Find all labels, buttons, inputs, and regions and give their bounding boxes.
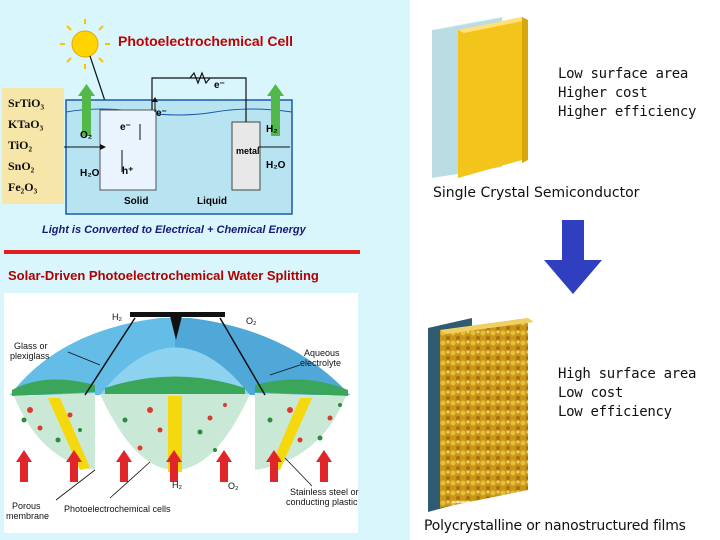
water-splitting-title: Solar-Driven Photoelectrochemical Water … (8, 268, 319, 283)
section-divider (4, 250, 360, 254)
label-pec-cells: Photoelectrochemical cells (64, 504, 171, 514)
label-h2-top: H₂ (112, 312, 122, 322)
single-crystal-slab (432, 17, 528, 178)
poly-caption: Polycrystalline or nanostructured films (424, 518, 686, 534)
poly-property: Low efficiency (558, 404, 672, 420)
label-o2-bottom: O₂ (228, 481, 239, 491)
poly-property: High surface area (558, 366, 697, 382)
polycrystalline-slab (428, 318, 534, 512)
label-h2o-right: H₂O (266, 160, 286, 171)
down-arrow-icon (544, 220, 602, 294)
thickness-label: d (460, 503, 466, 517)
label-o2-top: O₂ (246, 316, 257, 326)
material-sno2: SnO₂ (8, 159, 35, 173)
label-h2: H₂ (266, 124, 278, 135)
materials-box (2, 88, 64, 204)
water-splitting-illustration (4, 293, 358, 533)
metal-electrode (231, 121, 261, 191)
label-glass-line2: plexiglass (10, 351, 50, 361)
material-ktao3: KTaO₃ (8, 117, 44, 131)
label-e-left: e⁻ (120, 122, 131, 133)
single-crystal-caption: Single Crystal Semiconductor (433, 185, 640, 201)
semiconductor-electrode (99, 109, 157, 191)
single-crystal-property: Higher cost (558, 85, 648, 101)
sun-icon (60, 19, 110, 69)
single-crystal-property: Higher efficiency (558, 104, 697, 120)
label-h2-bottom: H₂ (172, 480, 182, 490)
label-electrolyte-line1: Aqueous (304, 348, 340, 358)
label-steel-line1: Stainless steel or (290, 487, 359, 497)
label-membrane-line1: Porous (12, 501, 41, 511)
pec-caption: Light is Converted to Electrical + Chemi… (42, 224, 306, 236)
label-h2o-left: H₂O (80, 168, 100, 179)
pec-title: Photoelectrochemical Cell (118, 33, 294, 49)
h2-up-arrow (267, 84, 284, 136)
label-liquid: Liquid (197, 196, 227, 207)
external-wire (151, 77, 247, 122)
poly-property: Low cost (558, 385, 624, 401)
material-tio2: TiO₂ (8, 138, 33, 152)
label-electrolyte-line2: electrolyte (300, 358, 342, 368)
label-solid: Solid (124, 196, 149, 207)
material-srtio3: SrTiO₃ (8, 96, 45, 110)
o2-up-arrow (78, 84, 95, 136)
label-membrane-line2: membrane (6, 511, 50, 521)
material-fe2o3: Fe₂O₃ (8, 180, 38, 194)
single-crystal-property: Low surface area (558, 66, 689, 82)
label-steel-line2: conducting plastic (286, 497, 358, 507)
label-e-mid: e⁻ (156, 108, 167, 119)
label-metal: metal (236, 146, 260, 156)
resistor-icon (189, 71, 211, 85)
label-glass-line1: Glass or (14, 341, 48, 351)
label-e-top: e⁻ (214, 80, 225, 91)
label-hplus: h⁺ (122, 166, 134, 177)
label-o2: O₂ (80, 130, 93, 141)
